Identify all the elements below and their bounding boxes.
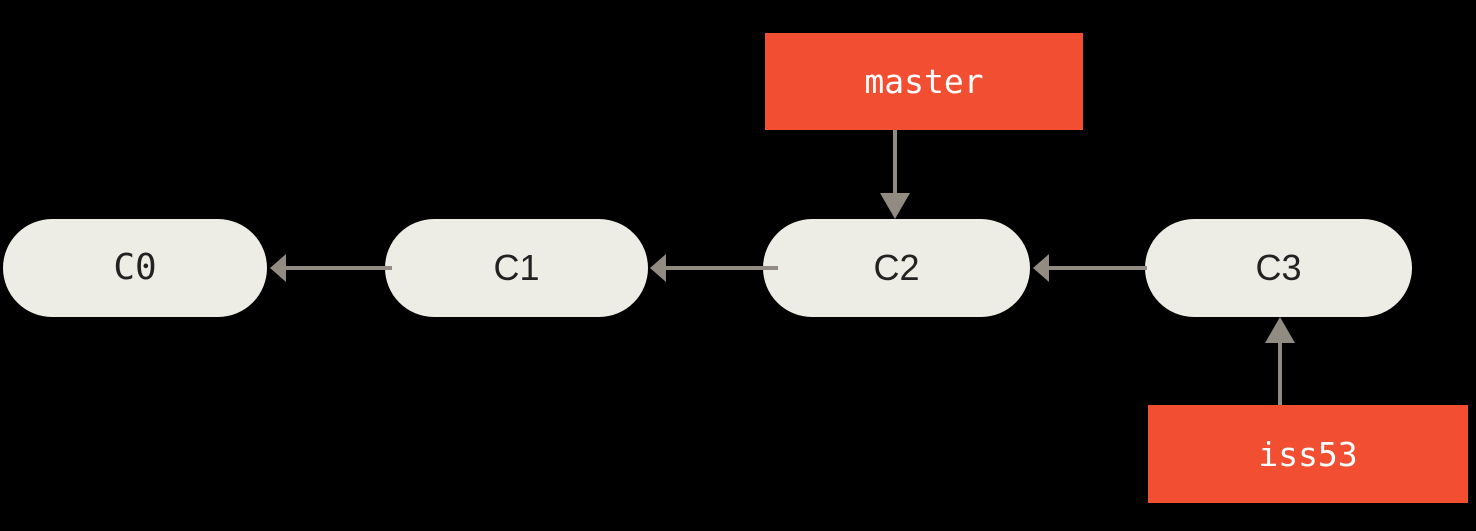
commit-label-c3: C3 — [1255, 247, 1302, 288]
branch-name-master: master — [864, 62, 984, 101]
commit-label-c2: C2 — [873, 247, 920, 288]
commit-node-c2: C2 — [763, 219, 1030, 317]
commit-node-c0: C0 — [3, 219, 267, 317]
commit-node-c3: C3 — [1145, 219, 1412, 317]
commit-node-c1: C1 — [385, 219, 648, 317]
arrow-c1-to-c0 — [270, 254, 392, 282]
branch-name-iss53: iss53 — [1258, 434, 1358, 474]
commit-label-c0: C0 — [113, 247, 157, 288]
arrow-c3-to-c2 — [1033, 254, 1147, 282]
commit-label-c1: C1 — [493, 247, 540, 288]
branch-label-master: master — [765, 33, 1083, 130]
arrow-master-to-c2 — [880, 130, 910, 219]
arrow-c2-to-c1 — [650, 254, 778, 282]
branch-label-iss53: iss53 — [1148, 405, 1468, 503]
arrow-iss53-to-c3 — [1265, 317, 1295, 405]
